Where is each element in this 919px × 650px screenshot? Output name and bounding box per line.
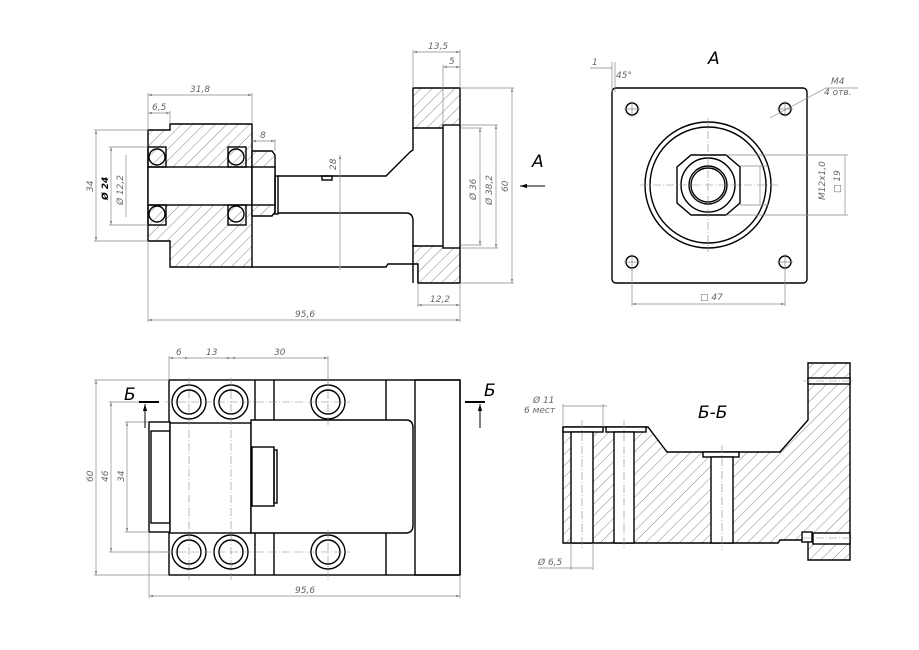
flange-bottom: [412, 245, 461, 284]
svg-text:5: 5: [449, 57, 455, 67]
section-marks: Б Б: [124, 381, 496, 428]
view-arrow-label: A: [531, 152, 544, 172]
svg-text:34: 34: [86, 180, 96, 192]
svg-text:12,2: 12,2: [430, 295, 450, 305]
dimensions-view-a: 1 45° M4 4 отв. M12x1,0 □ 19 □ 47: [590, 58, 858, 306]
svg-text:60: 60: [86, 470, 96, 482]
svg-text:6,5: 6,5: [152, 103, 167, 113]
nut-top: [251, 446, 275, 507]
svg-text:1: 1: [592, 58, 598, 68]
svg-text:6: 6: [176, 348, 182, 358]
svg-text:Ø 38,2: Ø 38,2: [484, 175, 495, 206]
bolt-holes: [165, 378, 350, 580]
bearing-icons: [147, 146, 247, 226]
dimensions-section: Ø 11 6 мест Ø 6,5: [524, 395, 607, 570]
dimensions-top: 6 13 30 60 46 34 95,6: [86, 348, 461, 598]
view-a: A 1 45° M4 4 отв. M12x1,0 □ 19 □ 47: [590, 49, 858, 306]
top-view: 6 13 30 60 46 34 95,6 Б Б: [86, 348, 496, 598]
svg-text:60: 60: [501, 180, 511, 192]
svg-text:Ø 24: Ø 24: [100, 177, 111, 201]
svg-text:34: 34: [117, 470, 127, 482]
flange-recess: [442, 124, 461, 249]
bore: [147, 166, 253, 206]
mounting-plate: [611, 87, 808, 284]
svg-text:Ø 11: Ø 11: [532, 395, 554, 406]
svg-text:30: 30: [274, 348, 286, 358]
svg-text:□ 19: □ 19: [833, 170, 843, 193]
flange-top: [412, 87, 461, 129]
svg-text:13: 13: [206, 348, 218, 358]
svg-text:95,6: 95,6: [295, 586, 315, 596]
svg-text:4 отв.: 4 отв.: [824, 88, 852, 98]
svg-text:Ø 6,5: Ø 6,5: [537, 557, 563, 568]
side-section-view: 13,5 5 31,8 6,5 8 28 34 Ø 24 Ø 12,2: [86, 42, 545, 322]
svg-text:M4: M4: [831, 77, 845, 87]
svg-text:13,5: 13,5: [428, 42, 448, 52]
view-a-title: A: [707, 49, 720, 69]
dimensions-side: 13,5 5 31,8 6,5 8 28 34 Ø 24 Ø 12,2: [86, 42, 514, 322]
body-top: [250, 419, 414, 534]
section-bb: Б-Б Ø 11 6 мест Ø 6,5: [524, 362, 855, 570]
svg-text:6 мест: 6 мест: [524, 406, 556, 416]
body-outline-top: [278, 128, 414, 177]
svg-text:Б: Б: [124, 385, 136, 405]
svg-text:Ø 36: Ø 36: [468, 178, 479, 201]
svg-text:M12x1,0: M12x1,0: [818, 161, 828, 200]
section-bb-title: Б-Б: [698, 403, 727, 423]
svg-text:8: 8: [260, 131, 266, 141]
svg-text:31,8: 31,8: [190, 85, 210, 95]
svg-text:95,6: 95,6: [295, 310, 315, 320]
svg-text:□ 47: □ 47: [700, 293, 723, 303]
section-holes: [562, 377, 855, 550]
svg-text:46: 46: [101, 470, 111, 482]
bearing-block: [169, 422, 252, 534]
svg-text:28: 28: [329, 158, 339, 170]
section-body: [562, 362, 851, 561]
svg-text:Ø 12,2: Ø 12,2: [115, 175, 126, 206]
svg-text:45°: 45°: [616, 71, 632, 81]
svg-text:Б: Б: [484, 381, 496, 401]
